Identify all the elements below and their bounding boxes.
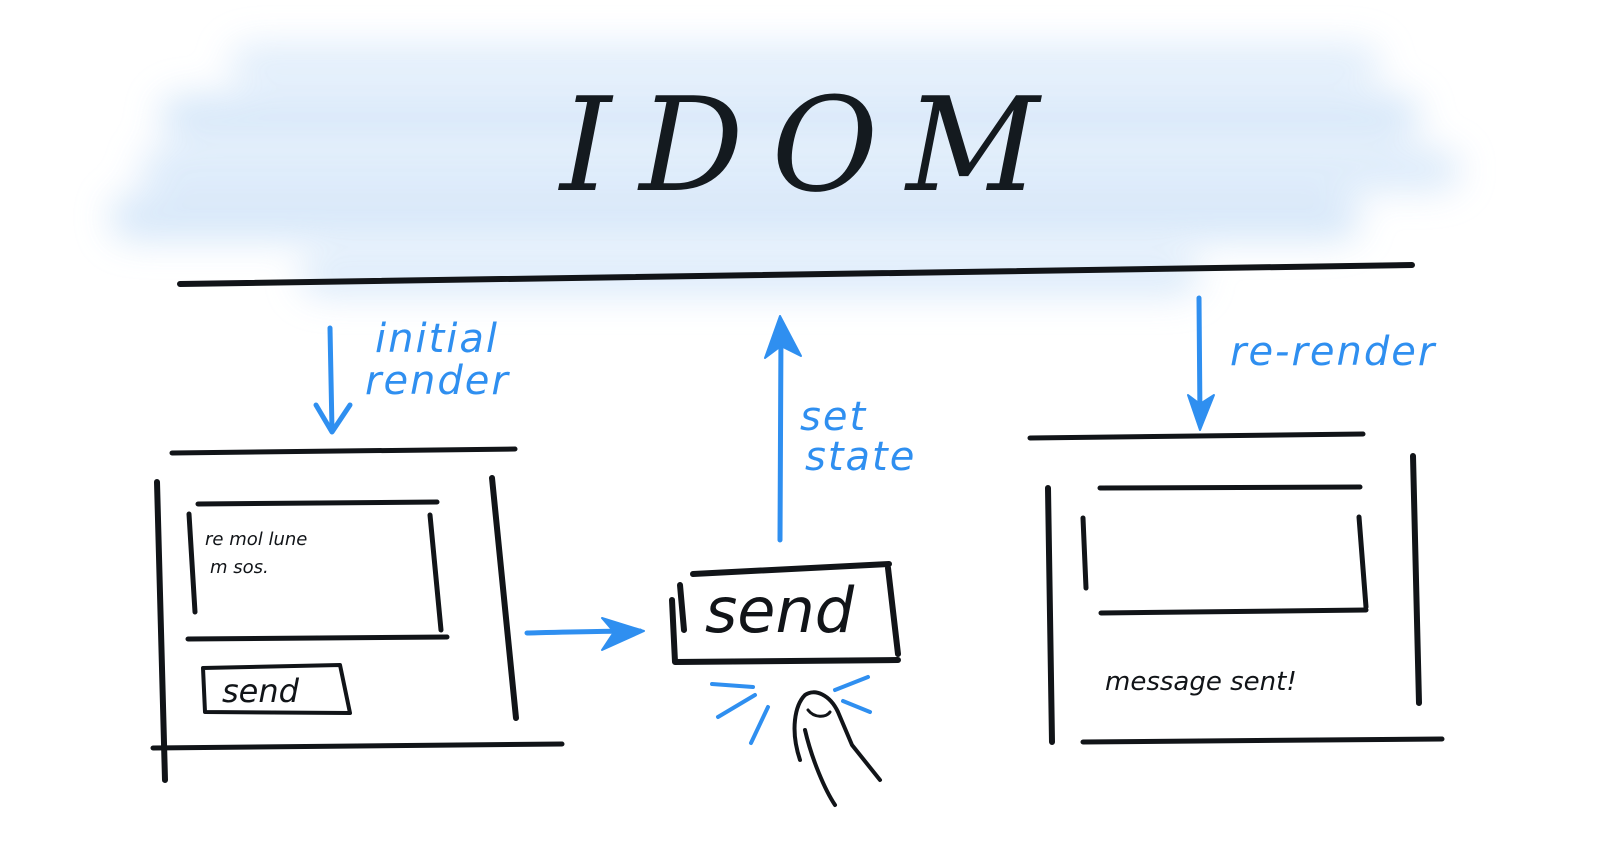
right-status-text: message sent! xyxy=(1105,667,1297,697)
page-title: IDOM xyxy=(558,69,1067,221)
left-input-text-line2: m sos. xyxy=(210,557,269,578)
left-send-button: send xyxy=(201,663,352,715)
middle-send-button: send xyxy=(669,561,901,665)
set-state-arrow xyxy=(764,315,802,543)
left-panel: re mol lune m sos. send xyxy=(150,446,565,783)
to-button-arrow xyxy=(524,617,645,651)
re-render-label: re-render xyxy=(1230,329,1437,375)
top-divider-line xyxy=(177,262,1415,287)
left-message-input: re mol lune m sos. xyxy=(185,499,450,642)
title-highlight xyxy=(110,45,1460,295)
initial-render-arrow xyxy=(313,325,353,435)
middle-send-label: send xyxy=(705,574,855,647)
initial-label-line2: render xyxy=(365,358,510,404)
set-state-label-line2: state xyxy=(805,434,916,480)
initial-label-line1: initial xyxy=(375,316,499,362)
left-send-label: send xyxy=(222,672,300,710)
finger-icon xyxy=(792,690,882,807)
click-burst xyxy=(710,675,872,745)
re-render-arrow xyxy=(1187,295,1215,431)
left-input-text-line1: re mol lune xyxy=(205,529,307,550)
right-panel: message sent! xyxy=(1027,431,1445,745)
set-state-label-line1: set xyxy=(800,394,867,440)
right-message-input xyxy=(1080,484,1369,616)
